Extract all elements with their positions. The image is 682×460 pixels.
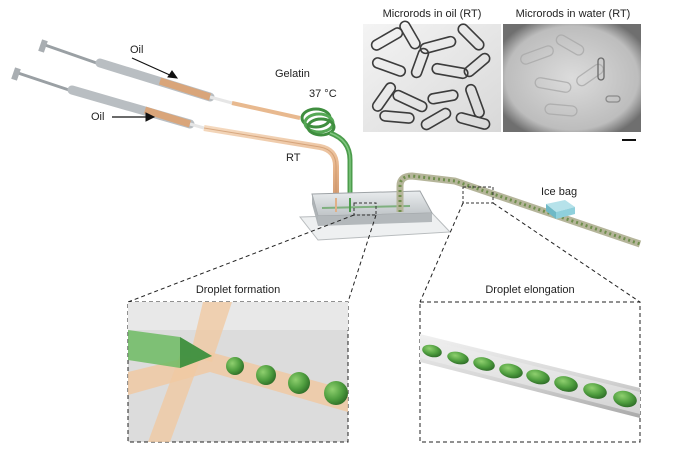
gelatin-tube [231, 101, 353, 210]
micrograph-oil-title: Microrods in oil (RT) [382, 8, 482, 20]
oil-arrows [112, 57, 179, 122]
syringe-top [38, 39, 233, 105]
label-ice-bag: Ice bag [541, 186, 578, 198]
label-rt: RT [286, 152, 301, 164]
inset-elongation-title: Droplet elongation [485, 284, 575, 296]
inset-leaders [127, 202, 641, 303]
label-gelatin: Gelatin [275, 68, 310, 80]
outlet-tube [396, 172, 642, 248]
micrograph-water-title: Microrods in water (RT) [515, 8, 631, 20]
microfluidic-chip [298, 190, 452, 241]
label-oil-bottom: Oil [91, 111, 105, 123]
label-oil-top: Oil [130, 44, 144, 56]
label-temperature: 37 °C [309, 88, 337, 100]
micrograph-oil [363, 20, 501, 132]
ice-bag [546, 200, 575, 219]
inset-formation-title: Droplet formation [195, 284, 281, 296]
oil-tube [203, 125, 339, 210]
micrograph-water [503, 24, 641, 141]
inset-droplet-elongation [419, 301, 641, 443]
inset-droplet-formation [127, 301, 349, 443]
syringe-bottom [11, 67, 205, 130]
